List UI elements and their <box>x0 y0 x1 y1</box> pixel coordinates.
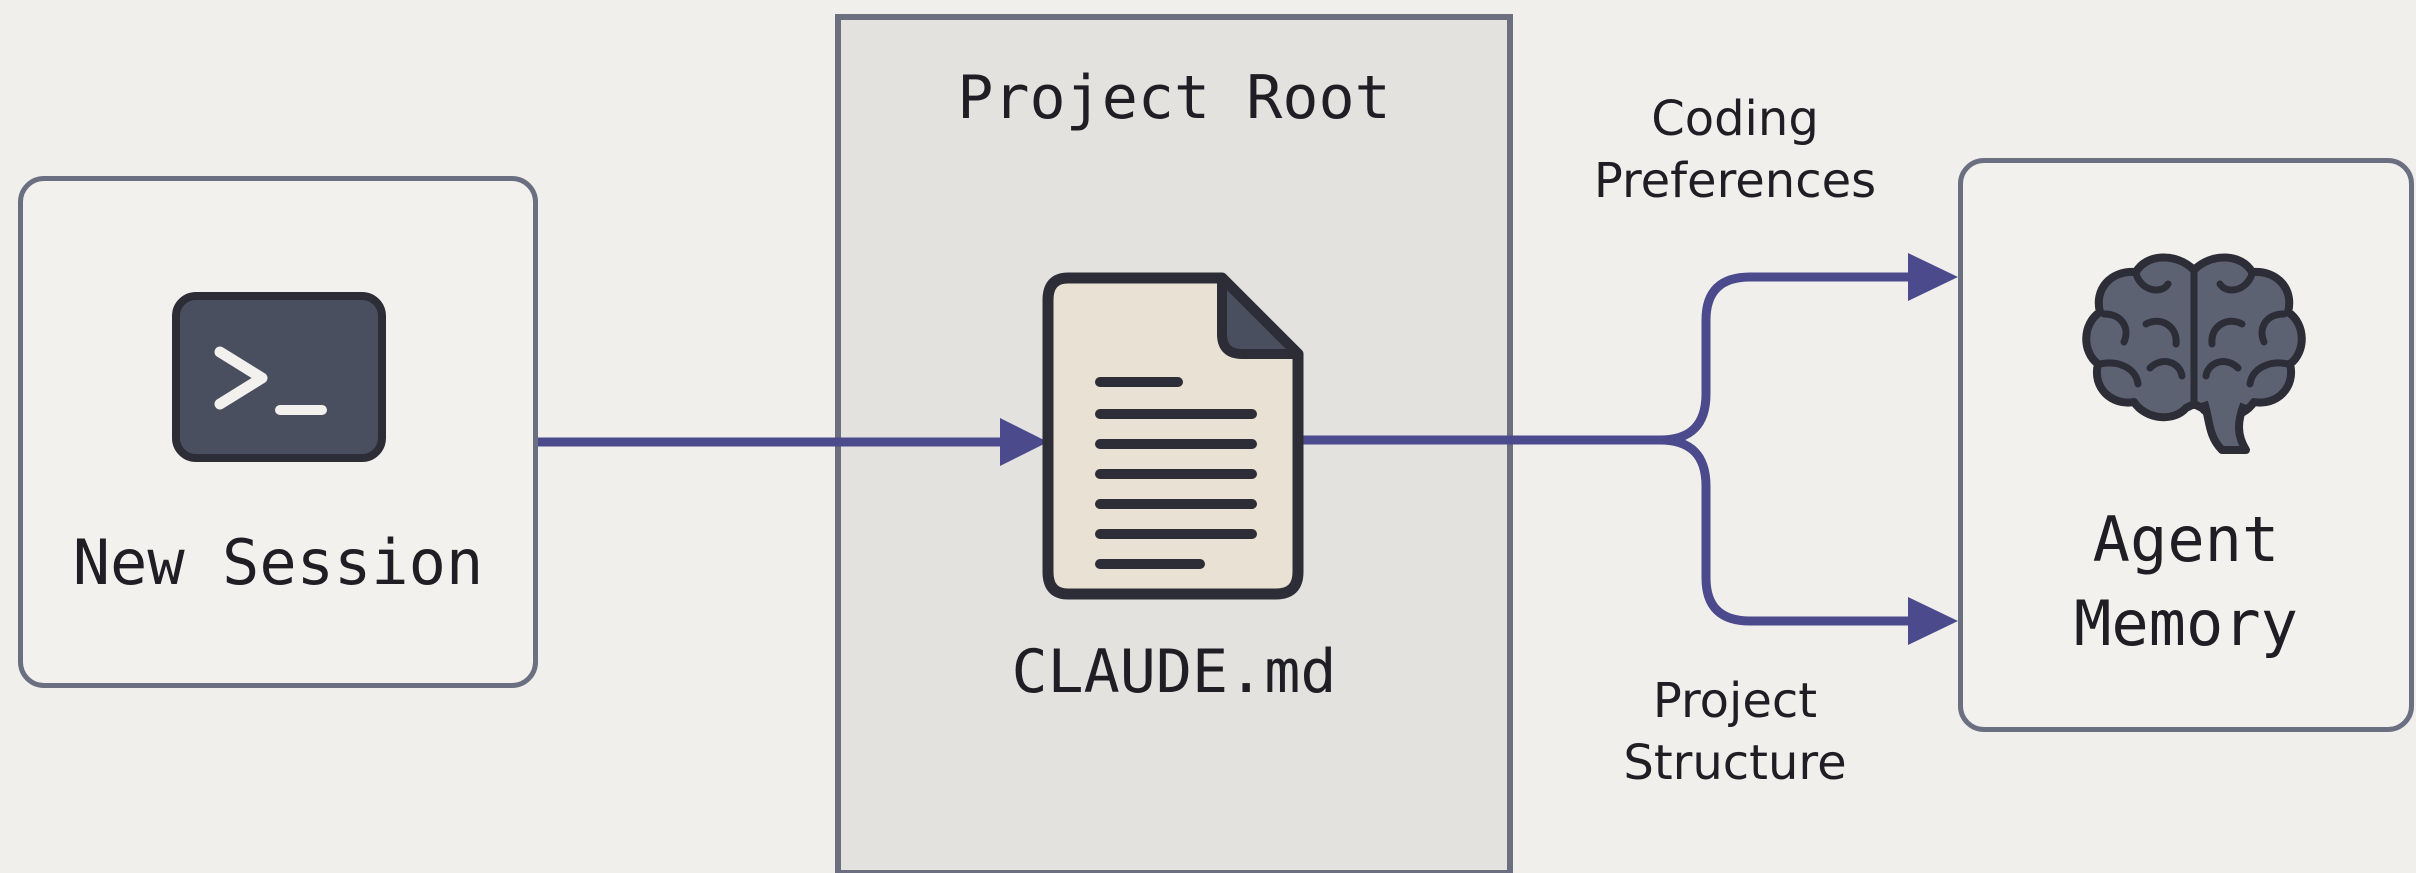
claude-file-label: CLAUDE.md <box>1011 637 1337 707</box>
document-icon <box>1042 272 1304 600</box>
project-root-title: Project Root <box>957 63 1391 133</box>
project-structure-line1: Project <box>1652 673 1818 729</box>
arrowhead-session-to-claude-inner <box>1000 418 1048 466</box>
agent-memory-line2: Memory <box>2074 587 2298 660</box>
terminal-icon <box>172 292 386 462</box>
project-structure-line2: Structure <box>1623 735 1847 791</box>
agent-memory-box <box>1958 158 2414 732</box>
brain-icon <box>2082 253 2306 454</box>
arrowhead-coding-preferences <box>1908 253 1958 301</box>
agent-memory-label: Agent Memory <box>1958 498 2414 666</box>
new-session-label: New Session <box>72 526 484 599</box>
coding-preferences-line1: Coding <box>1651 91 1819 147</box>
arrowhead-project-structure <box>1908 597 1958 645</box>
arrow-branch-coding-preferences <box>1659 272 1918 445</box>
arrow-branch-project-structure <box>1659 435 1918 626</box>
project-structure-label: Project Structure <box>1530 670 1940 794</box>
agent-memory-line1: Agent <box>2092 503 2280 576</box>
coding-preferences-label: Coding Preferences <box>1530 88 1940 212</box>
coding-preferences-line2: Preferences <box>1593 153 1877 209</box>
